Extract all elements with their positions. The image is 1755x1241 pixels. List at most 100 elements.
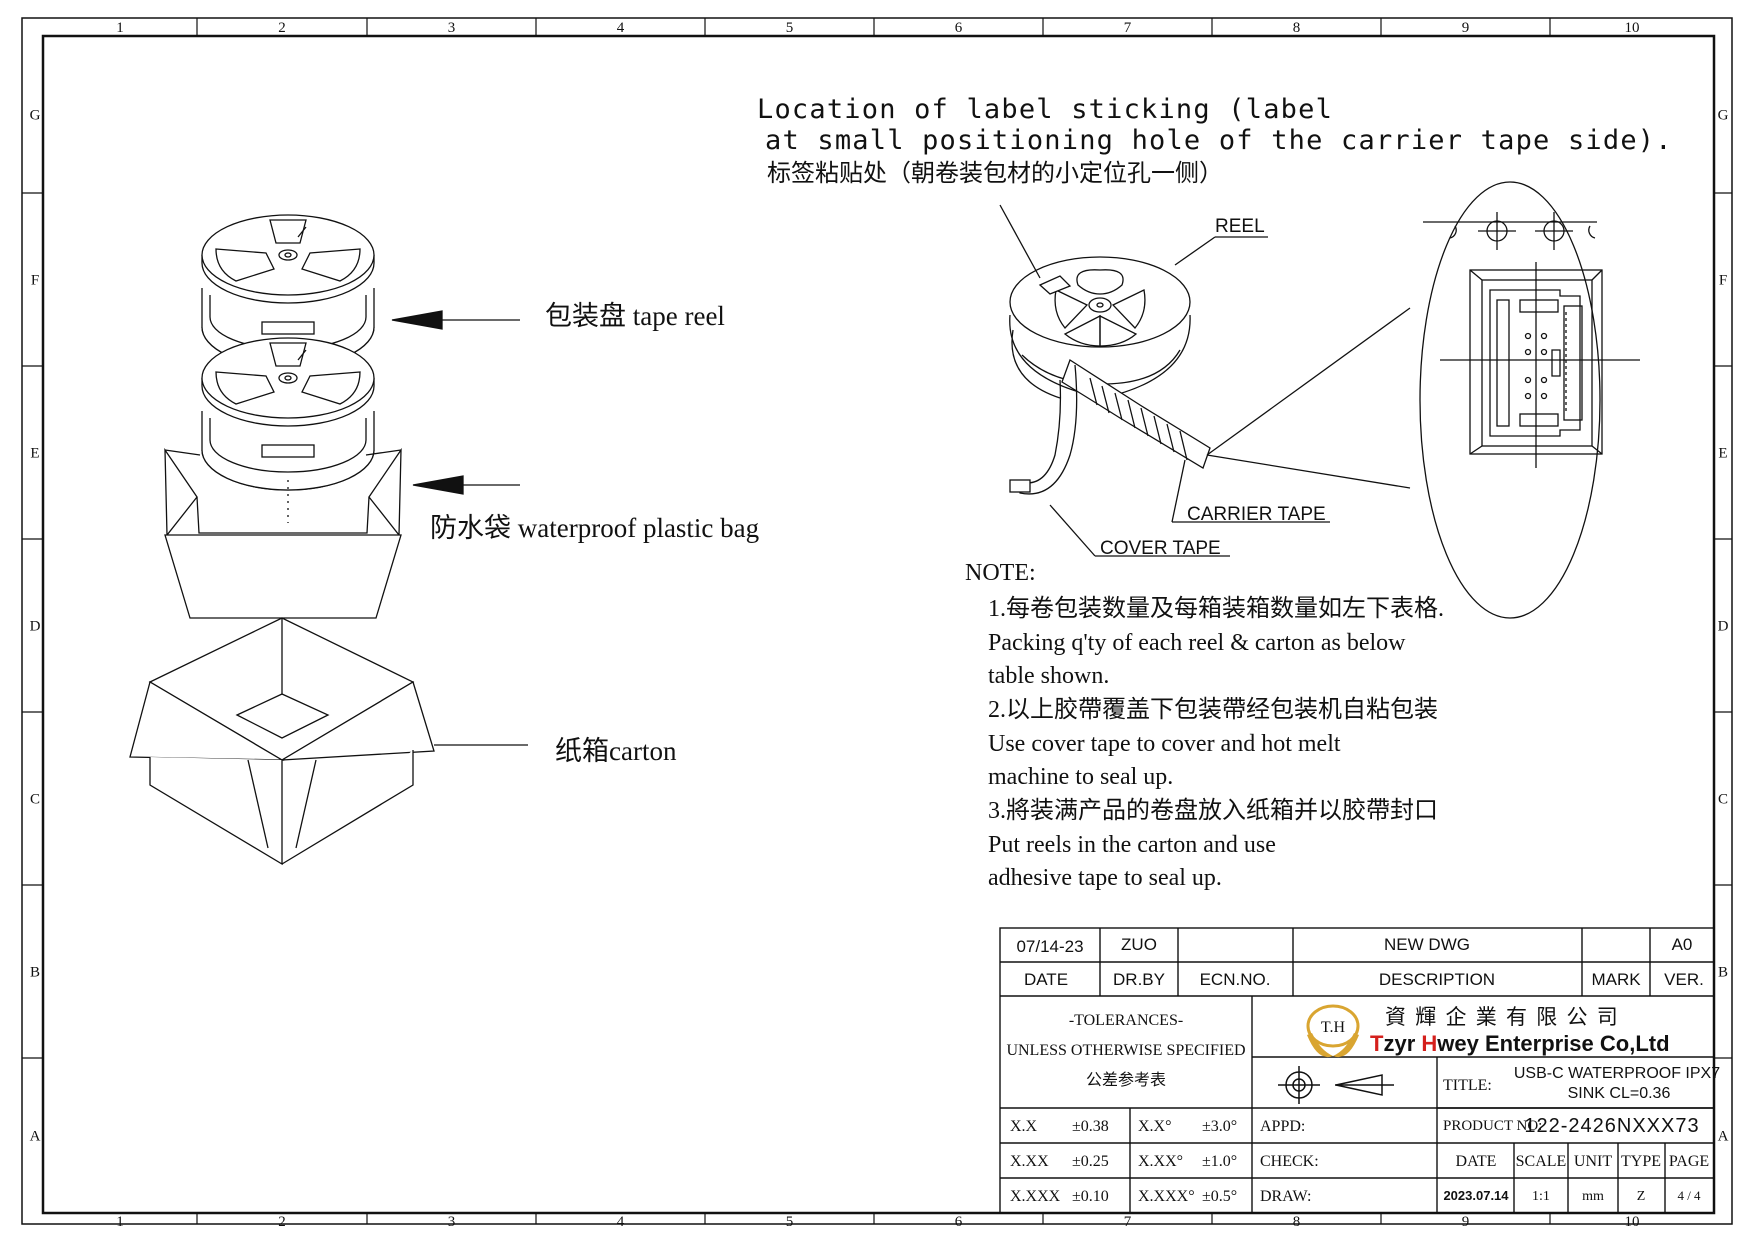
zone-row-label: G (1718, 108, 1729, 124)
zone-column-label: 5 (786, 1214, 794, 1230)
zone-column-label: 1 (116, 1214, 124, 1230)
tol-label: X.X° (1138, 1118, 1172, 1135)
tol-value: ±0.38 (1072, 1118, 1109, 1135)
header-date: DATE (1024, 970, 1068, 989)
info-header-page: PAGE (1669, 1153, 1709, 1170)
zone-column-label: 9 (1462, 20, 1470, 36)
title-line2: SINK CL=0.36 (1568, 1085, 1671, 1102)
product-no-label: PRODUCT NO: (1443, 1118, 1542, 1134)
zone-row-label: B (1718, 965, 1728, 981)
title-label: TITLE: (1443, 1077, 1492, 1094)
tape-reel-label: 包装盘 tape reel (545, 301, 725, 331)
zone-column-label: 4 (617, 20, 625, 36)
tolerance-chinese: 公差参考表 (1086, 1071, 1166, 1089)
zone-column-label: 4 (617, 1214, 625, 1230)
zone-row-label: C (30, 792, 40, 808)
zone-column-label: 3 (448, 1214, 456, 1230)
reel-spoke-cutout (301, 248, 361, 282)
appd-label: APPD: (1260, 1118, 1305, 1135)
zone-column-label: 9 (1462, 1214, 1470, 1230)
note-line: 2.以上胶帶覆盖下包装帶经包装机自粘包装 (988, 696, 1438, 723)
reel-notch (297, 226, 307, 238)
inner-border (41, 34, 1716, 1215)
carrier-tape-label: CARRIER TAPE (1187, 504, 1326, 525)
header-dr-by: DR.BY (1113, 970, 1165, 989)
tol-value: ±0.25 (1072, 1153, 1109, 1170)
info-header-scale: SCALE (1516, 1153, 1567, 1170)
note-line: machine to seal up. (988, 764, 1173, 790)
zone-row-label: E (30, 446, 39, 462)
zone-column-label: 8 (1293, 1214, 1301, 1230)
zone-row-label: D (1718, 619, 1729, 635)
header-description: DESCRIPTION (1379, 970, 1495, 989)
tape-reel-lower (201, 337, 375, 491)
zone-row-label: D (30, 619, 41, 635)
company-english-name: Tzyr Hwey Enterprise Co,Ltd (1370, 1031, 1670, 1056)
rev-ver: A0 (1672, 935, 1693, 954)
detail-view (1419, 181, 1640, 619)
tol-value: ±3.0° (1202, 1118, 1237, 1135)
zone-column-label: 6 (955, 1214, 963, 1230)
note-line: Use cover tape to cover and hot melt (988, 731, 1341, 757)
tol-label: X.XX° (1138, 1153, 1183, 1170)
note-line: Put reels in the carton and use (988, 832, 1276, 858)
reel-center-dot (284, 252, 292, 258)
info-page: 4 / 4 (1677, 1188, 1701, 1203)
info-header-type: TYPE (1621, 1153, 1661, 1170)
info-header-date: DATE (1456, 1153, 1497, 1170)
note-line: table shown. (988, 663, 1109, 689)
note-line: 1.每卷包装数量及每箱装箱数量如左下表格. (988, 595, 1444, 622)
note-heading: NOTE: (965, 560, 1036, 586)
notes: NOTE: 1.每卷包装数量及每箱装箱数量如左下表格. Packing q'ty… (965, 560, 1444, 891)
label-location-line1: Location of label sticking (label (757, 94, 1333, 125)
reel-window (261, 444, 315, 458)
info-unit: mm (1582, 1189, 1604, 1204)
zone-row-label: E (1718, 446, 1727, 462)
reel-center-dot (284, 375, 292, 381)
reel-spoke-cutout (215, 371, 275, 405)
note-line: Packing q'ty of each reel & carton as be… (988, 630, 1406, 656)
rev-date: 07/14-23 (1016, 937, 1083, 956)
zone-column-label: 2 (278, 20, 286, 36)
zone-ticks (22, 18, 1732, 1224)
reel-label: REEL (1215, 216, 1265, 237)
zone-column-label: 1 (116, 20, 124, 36)
zone-column-label: 10 (1625, 20, 1640, 36)
tol-value: ±0.5° (1202, 1188, 1237, 1205)
rev-dr-by: ZUO (1121, 935, 1157, 954)
check-label: CHECK: (1260, 1153, 1319, 1170)
info-type: Z (1637, 1189, 1646, 1204)
carton-label: 纸箱carton (555, 736, 677, 766)
tolerance-subheading: UNLESS OTHERWISE SPECIFIED (1006, 1042, 1245, 1059)
logo-text: T.H (1321, 1019, 1346, 1036)
zone-column-label: 6 (955, 20, 963, 36)
info-header-unit: UNIT (1574, 1153, 1612, 1170)
tolerance-heading: -TOLERANCES- (1069, 1012, 1183, 1029)
zone-column-label: 3 (448, 20, 456, 36)
reel-spoke-cutout (269, 219, 307, 244)
leader-lines (391, 310, 528, 746)
reel-spoke-cutout (301, 371, 361, 405)
title-line1: USB-C WATERPROOF IPX7 (1514, 1065, 1720, 1082)
cover-tape-label: COVER TAPE (1100, 538, 1221, 559)
label-location-line2: at small positioning hole of the carrier… (765, 125, 1673, 156)
info-scale: 1:1 (1532, 1189, 1550, 1204)
header-ecn: ECN.NO. (1200, 970, 1271, 989)
reel-notch (297, 349, 307, 361)
tol-label: X.XXX (1010, 1188, 1061, 1205)
zone-row-label: F (1719, 273, 1727, 289)
zone-row-label: A (1718, 1129, 1729, 1145)
company-chinese-name: 資 輝 企 業 有 限 公 司 (1385, 1005, 1620, 1029)
tol-label: X.XXX° (1138, 1188, 1195, 1205)
zone-column-label: 8 (1293, 20, 1301, 36)
carton-box (129, 617, 435, 866)
company-logo: T.H (1306, 1004, 1360, 1058)
projection-symbol (1278, 1066, 1394, 1104)
zone-column-label: 2 (278, 1214, 286, 1230)
zone-column-label: 10 (1625, 1214, 1640, 1230)
zone-column-label: 5 (786, 20, 794, 36)
zone-row-label: A (30, 1129, 41, 1145)
info-date: 2023.07.14 (1443, 1188, 1509, 1203)
